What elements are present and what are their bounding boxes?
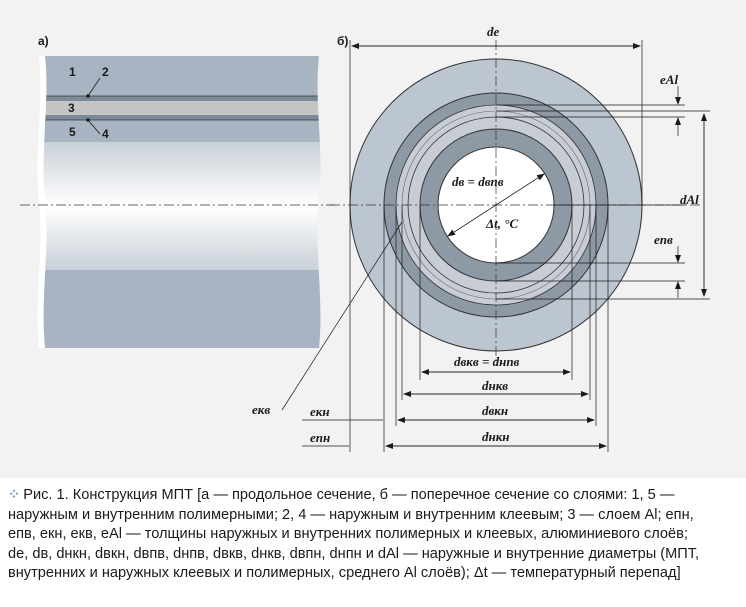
layer-number-3: 3 (68, 101, 75, 115)
caption-line-3: eпв, eкн, eкв, eAl — толщины наружных и … (8, 526, 688, 542)
inner-adhesive-top (42, 115, 322, 120)
caption-text-1: Рис. 1. Конструкция МПТ [а — продольное … (23, 487, 675, 503)
dimension-labels: de eAl dAl eпв dв = dвпв Δt, °C dвкв = d… (252, 24, 699, 445)
dimension-lines (281, 40, 710, 452)
label-e-kv: eкв (252, 402, 270, 417)
diagram-canvas: а) 1 2 3 5 4 б) (20, 24, 710, 452)
pipe-construction-figure: а) 1 2 3 5 4 б) (0, 0, 746, 478)
label-d-v: dв = dвпв (452, 174, 504, 189)
outer-adhesive-top (42, 96, 322, 101)
bullet-icon: ⁘ (8, 487, 20, 503)
panel-a-label: а) (38, 34, 49, 48)
layer-number-2: 2 (102, 65, 109, 79)
label-e-kn: eкн (310, 404, 330, 419)
label-d-vkv: dвкв = dнпв (454, 354, 520, 369)
figure-caption: ⁘Рис. 1. Конструкция МПТ [а — продольное… (8, 486, 740, 584)
label-e-al: eAl (660, 72, 678, 87)
caption-line-2: наружным и внутренним полимерными; 2, 4 … (8, 506, 694, 523)
aluminium-layer-top (42, 101, 322, 115)
longitudinal-section: 1 2 3 5 4 (20, 55, 335, 349)
label-e-pn: eпн (310, 430, 330, 445)
wall-bottom (42, 270, 322, 348)
label-d-vkn: dвкн (482, 403, 508, 418)
label-d-e: de (487, 24, 500, 39)
layer-number-4: 4 (102, 127, 109, 141)
label-delta-t: Δt, °C (485, 216, 518, 231)
caption-line-1: ⁘Рис. 1. Конструкция МПТ [а — продольное… (8, 486, 740, 506)
label-d-nkv: dнкв (482, 378, 508, 393)
panel-b-label: б) (337, 34, 348, 48)
layer-number-1: 1 (69, 65, 76, 79)
label-e-pv: eпв (654, 232, 673, 247)
label-d-nkn: dнкн (482, 429, 510, 444)
cross-section (330, 40, 700, 365)
caption-line-4: de, dв, dнкн, dвкн, dвпв, dнпв, dвкв, dн… (8, 545, 700, 562)
layer-number-5: 5 (69, 125, 76, 139)
caption-line-5: внутренних и наружных клеевых и полимерн… (8, 565, 681, 581)
label-d-al: dAl (680, 192, 699, 207)
bore (42, 142, 322, 270)
